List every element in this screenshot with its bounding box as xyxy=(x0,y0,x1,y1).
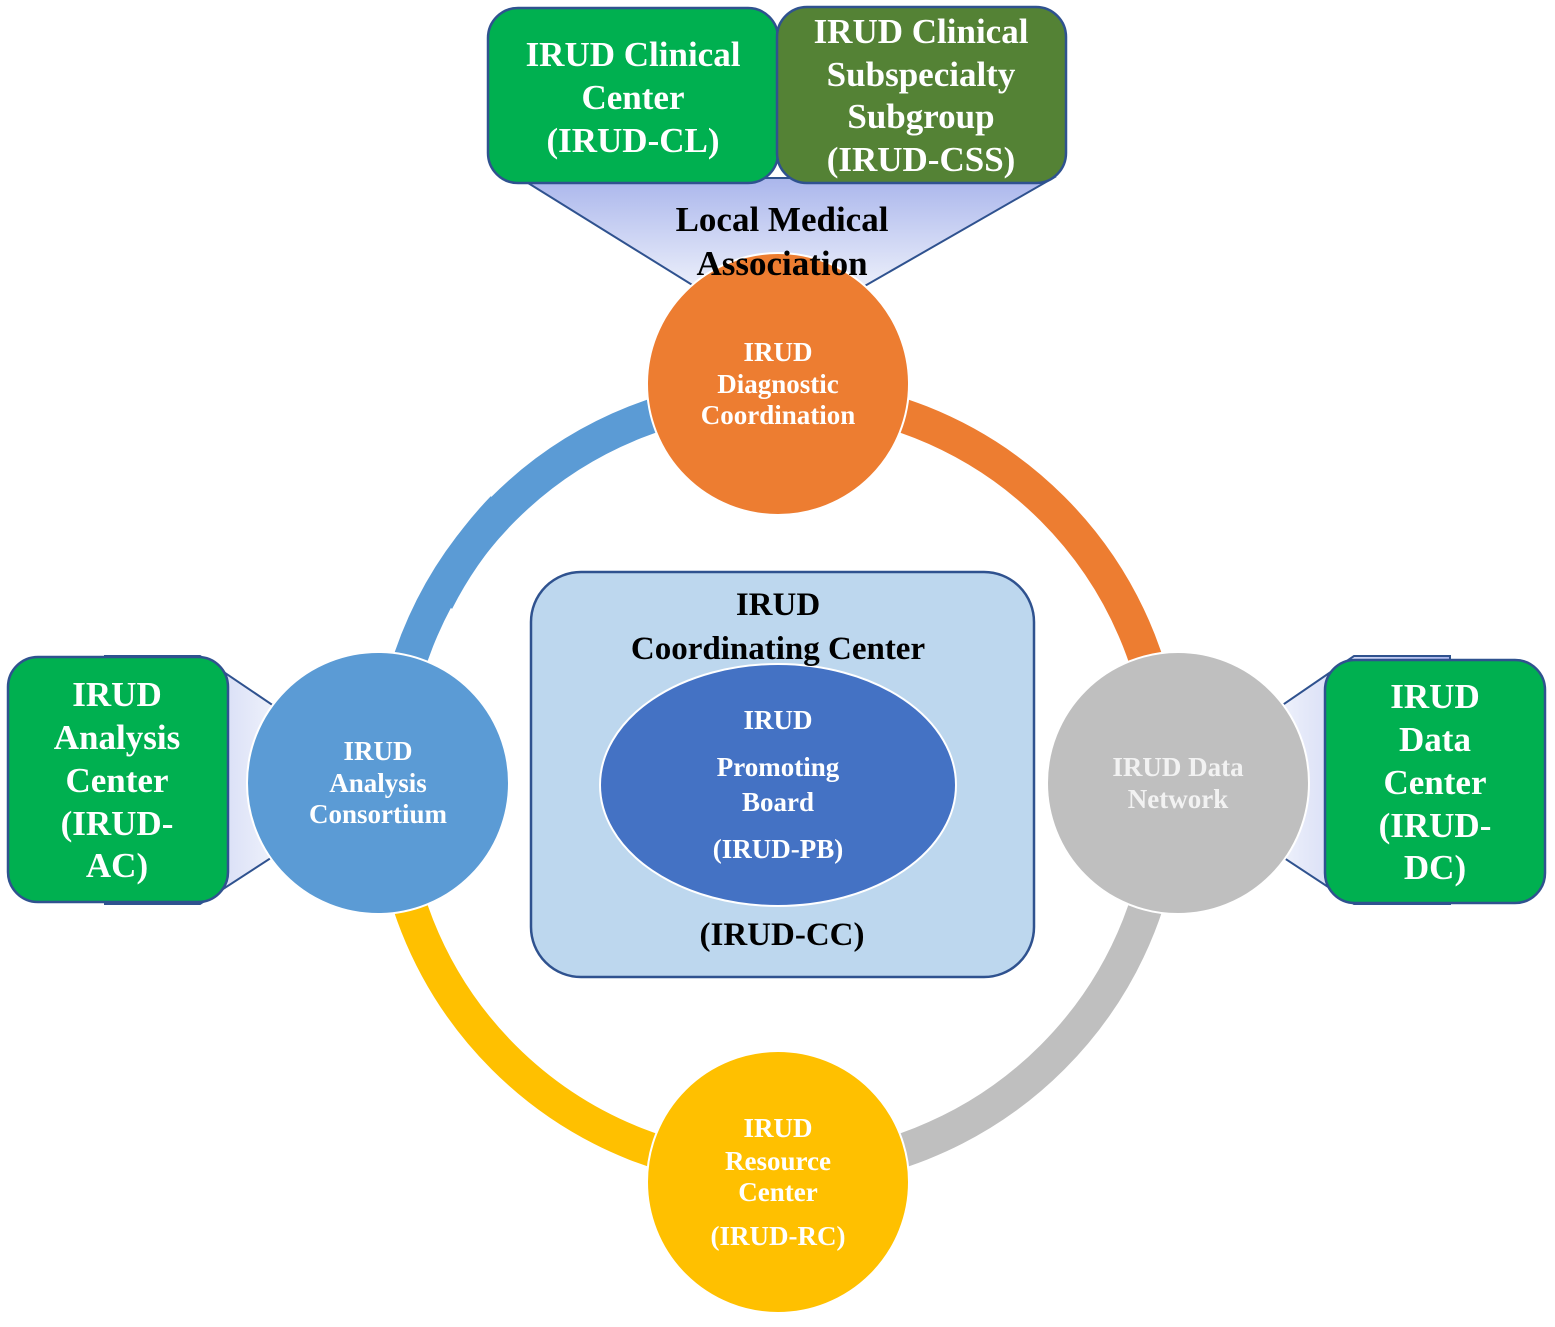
subspecialty-line-1: IRUD Clinical xyxy=(814,12,1029,51)
data-center-line-3: Center xyxy=(1383,763,1486,802)
resource-center-line-1: IRUD xyxy=(743,1113,812,1143)
data-network-line-2: Network xyxy=(1128,784,1228,814)
clinical-center-line-1: IRUD Clinical xyxy=(526,35,741,74)
subspecialty-line-2: Subspecialty xyxy=(827,55,1016,94)
subspecialty-box[interactable] xyxy=(775,5,1068,185)
analysis-center-box[interactable] xyxy=(6,655,230,904)
data-network-line-1: IRUD Data xyxy=(1112,752,1244,782)
promoting-line-4: (IRUD-PB) xyxy=(713,834,843,864)
clinical-center-line-2: Center xyxy=(581,78,684,117)
data-network-node[interactable] xyxy=(1046,651,1310,915)
diagnostic-line-3: Coordination xyxy=(701,400,856,430)
local-medical-line-1: Local Medical xyxy=(676,200,889,239)
analysis-center-line-3: Center xyxy=(65,761,168,800)
data-center-box[interactable] xyxy=(1323,658,1547,905)
analysis-consortium-line-1: IRUD xyxy=(343,736,412,766)
diagnostic-coordination-node[interactable] xyxy=(646,252,910,516)
analysis-consortium-node[interactable] xyxy=(246,651,510,915)
resource-center-line-2: Resource xyxy=(725,1146,831,1176)
analysis-consortium-line-3: Consortium xyxy=(309,799,448,829)
promoting-line-3: Board xyxy=(742,787,814,817)
resource-center-line-3: Center xyxy=(738,1177,817,1207)
coordinating-abbr: (IRUD-CC) xyxy=(700,917,865,953)
data-center-line-4: (IRUD- xyxy=(1379,806,1492,845)
analysis-center-line-2: Analysis xyxy=(54,718,180,757)
analysis-center-line-5: AC) xyxy=(86,846,148,885)
clinical-center-line-3: (IRUD-CL) xyxy=(546,121,719,160)
local-medical-line-2: Association xyxy=(696,244,867,283)
subspecialty-line-4: (IRUD-CSS) xyxy=(827,140,1016,179)
promoting-board-ellipse[interactable] xyxy=(599,663,957,907)
coordinating-title-line-1: IRUD xyxy=(736,587,820,623)
analysis-center-line-1: IRUD xyxy=(72,675,161,714)
data-center-line-1: IRUD xyxy=(1390,677,1479,716)
subspecialty-line-3: Subgroup xyxy=(847,97,994,136)
promoting-line-2: Promoting xyxy=(717,752,840,782)
diagnostic-line-2: Diagnostic xyxy=(717,369,839,399)
diagnostic-line-1: IRUD xyxy=(743,337,812,367)
resource-center-line-4: (IRUD-RC) xyxy=(711,1221,846,1251)
data-center-line-5: DC) xyxy=(1404,848,1466,887)
coordinating-title-line-2: Coordinating Center xyxy=(631,631,925,667)
analysis-center-line-4: (IRUD- xyxy=(61,804,174,843)
data-center-line-2: Data xyxy=(1399,720,1471,759)
resource-center-node[interactable] xyxy=(646,1050,910,1314)
promoting-line-1: IRUD xyxy=(743,705,812,735)
analysis-consortium-line-2: Analysis xyxy=(329,768,427,798)
